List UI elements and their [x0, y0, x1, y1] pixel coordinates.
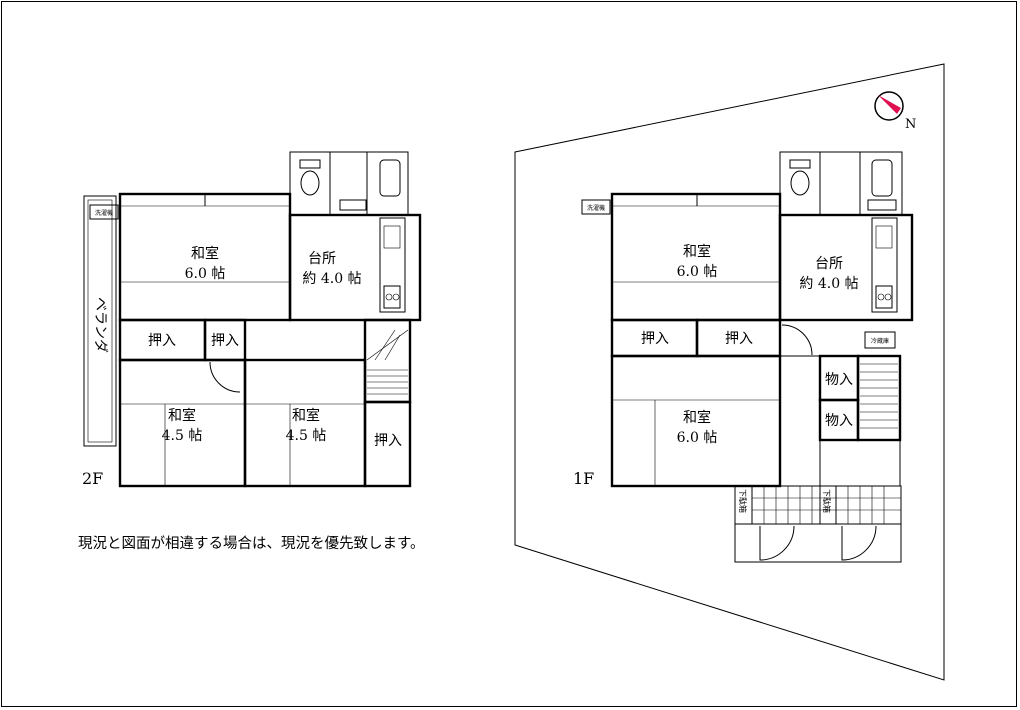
site-boundary: [514, 63, 945, 681]
svg-text:洗濯機: 洗濯機: [95, 209, 113, 217]
svg-text:冷蔵庫: 冷蔵庫: [871, 337, 889, 345]
room-1f-washitsu-6a: 和室: [683, 243, 711, 260]
closet-2f-1: 押入: [148, 333, 176, 349]
closet-1f-1: 押入: [641, 331, 669, 347]
room-2f-washitsu-6: 和室: [191, 245, 219, 262]
svg-text:4.5 帖: 4.5 帖: [286, 428, 327, 444]
balcony: [83, 195, 117, 447]
svg-text:約 4.0 帖: 約 4.0 帖: [799, 276, 858, 292]
svg-text:約 4.0 帖: 約 4.0 帖: [302, 271, 361, 287]
washer-1f: [581, 199, 611, 215]
fridge: [864, 331, 896, 349]
disclaimer-note: 現況と図面が相違する場合は、現況を優先致します。: [78, 535, 425, 552]
floor-label-2f: 2F: [82, 469, 103, 488]
svg-text:4.5 帖: 4.5 帖: [162, 428, 203, 444]
svg-text:6.0 帖: 6.0 帖: [677, 264, 718, 280]
room-2f-washitsu-45a: 和室: [168, 407, 196, 424]
closet-2f-3: 押入: [374, 433, 402, 449]
room-1f-kitchen: 台所: [815, 256, 843, 272]
compass-label: N: [905, 117, 916, 132]
floor-label-1f: 1F: [573, 469, 594, 488]
shoe-cabinet-2: 下駄箱: [822, 489, 832, 513]
svg-text:洗濯機: 洗濯機: [587, 204, 605, 212]
storage-1f-2: 物入: [825, 413, 853, 429]
compass-icon: [874, 91, 904, 121]
floor-2f: 洗濯機 ベランダ: [82, 151, 422, 488]
closet-2f-2: 押入: [211, 333, 239, 349]
svg-text:6.0 帖: 6.0 帖: [185, 266, 226, 282]
closet-1f-2: 押入: [725, 331, 753, 347]
svg-text:6.0 帖: 6.0 帖: [677, 430, 718, 446]
storage-1f-1: 物入: [825, 372, 853, 388]
room-2f-washitsu-45b: 和室: [292, 407, 320, 424]
washer-2f: [89, 204, 119, 220]
shoe-cabinet-1: 下駄箱: [738, 489, 748, 513]
floor-1f: 洗濯機 冷蔵庫: [573, 151, 914, 563]
room-2f-kitchen: 台所: [308, 251, 336, 267]
balcony-label: ベランダ: [92, 297, 108, 353]
room-1f-washitsu-6b: 和室: [683, 409, 711, 426]
